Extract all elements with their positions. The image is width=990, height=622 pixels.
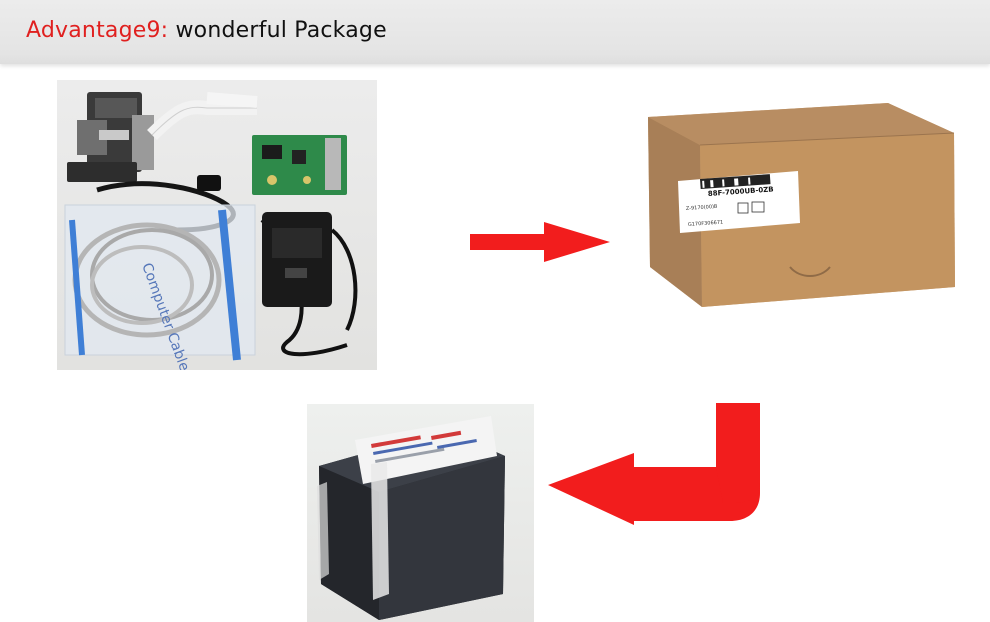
wrapped-package-photo bbox=[307, 404, 534, 622]
carton-box-photo: 88F-7000UB-0ZB Z-9170(00)B G170F306671 bbox=[630, 95, 975, 340]
title-text: wonderful Package bbox=[168, 18, 387, 43]
title-prefix: Advantage9: bbox=[26, 18, 169, 43]
pcb-board bbox=[252, 135, 347, 195]
arrow-return-icon bbox=[548, 403, 763, 525]
shipping-label bbox=[355, 416, 497, 484]
cable-bag: Computer Cable bbox=[64, 204, 256, 370]
box-label: 88F-7000UB-0ZB Z-9170(00)B G170F306671 bbox=[678, 171, 800, 233]
header-bar: Advantage9: wonderful Package bbox=[0, 0, 990, 64]
arrow-right-icon bbox=[470, 222, 610, 262]
power-adapter bbox=[260, 212, 358, 357]
box-part-text: Z-9170(00)B bbox=[686, 204, 718, 212]
components-photo: Computer Cable bbox=[57, 80, 377, 370]
printer-mechanism bbox=[67, 92, 154, 182]
page-title: Advantage9: wonderful Package bbox=[26, 18, 387, 43]
box-serial-text: G170F306671 bbox=[688, 220, 724, 228]
